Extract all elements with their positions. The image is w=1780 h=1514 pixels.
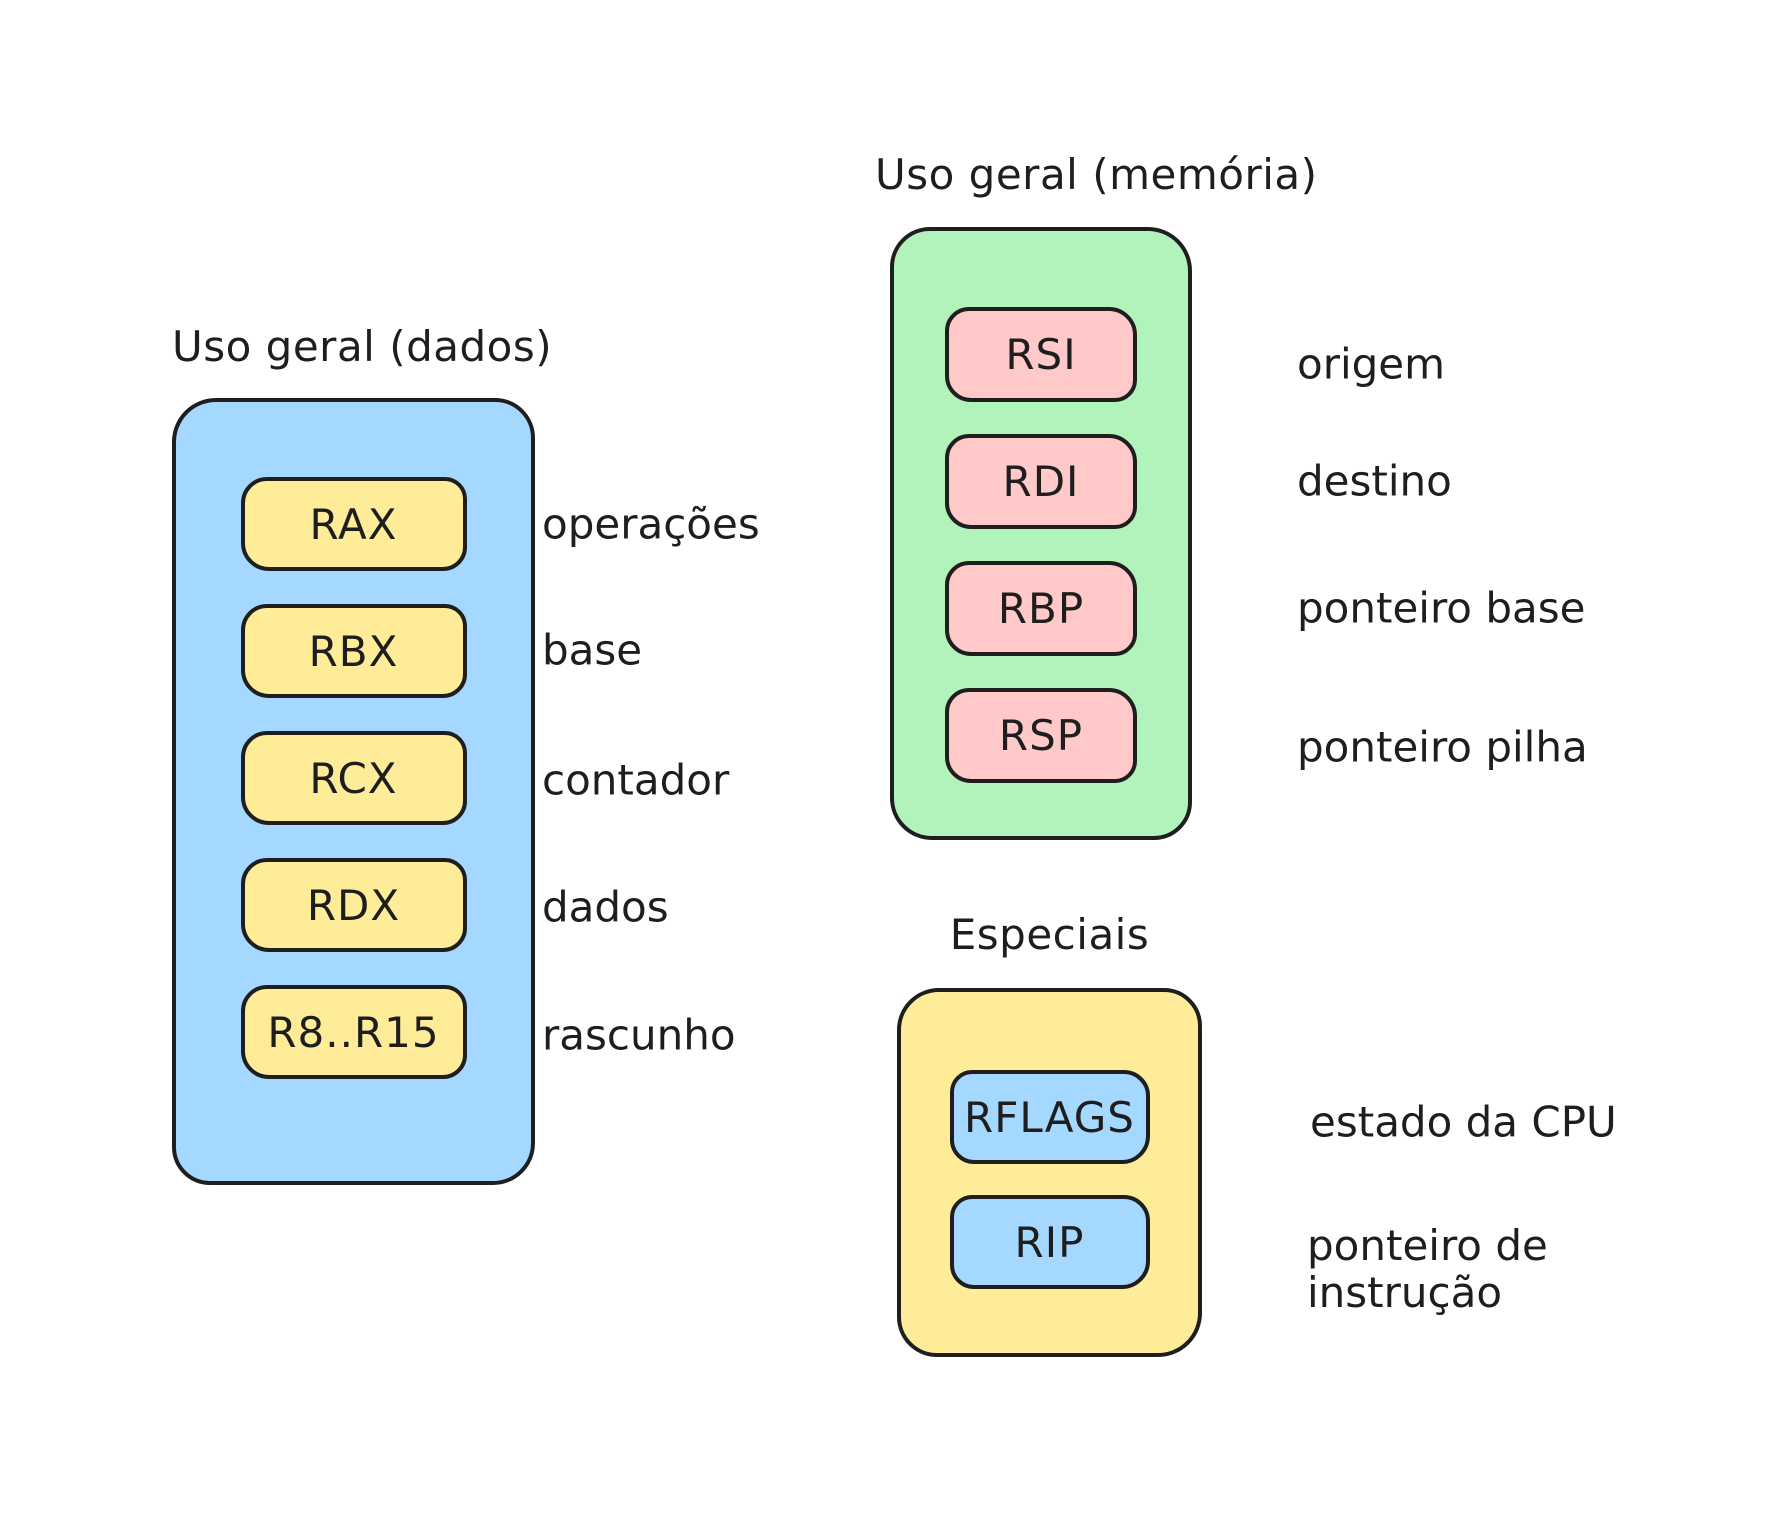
register-group-memoria: RSI RDI RBP RSP: [890, 227, 1192, 840]
register-description-rdi: destino: [1297, 456, 1452, 506]
group-title-memoria: Uso geral (memória): [875, 150, 1318, 199]
register-description-r8-r15: rascunho: [542, 1010, 736, 1060]
register-box-rbx: RBX: [240, 604, 467, 698]
register-box-rflags: RFLAGS: [949, 1070, 1150, 1164]
group-title-dados: Uso geral (dados): [172, 322, 553, 371]
register-description-rcx: contador: [542, 755, 730, 805]
register-box-rbp: RBP: [945, 561, 1137, 656]
register-description-rdx: dados: [542, 882, 669, 932]
register-description-rflags: estado da CPU: [1310, 1097, 1617, 1147]
register-box-rax: RAX: [240, 477, 467, 571]
register-description-rip: ponteiro de instrução: [1307, 1221, 1548, 1317]
register-group-especiais: RFLAGS RIP: [897, 988, 1202, 1357]
register-box-rdi: RDI: [945, 434, 1137, 529]
register-description-rsp: ponteiro pilha: [1297, 722, 1588, 772]
register-box-rdx: RDX: [240, 858, 467, 952]
register-group-dados: RAX RBX RCX RDX R8..R15: [172, 398, 535, 1185]
register-description-rax: operações: [542, 499, 760, 549]
register-box-rcx: RCX: [240, 731, 467, 825]
register-box-rsi: RSI: [945, 307, 1137, 402]
group-title-especiais: Especiais: [949, 910, 1150, 959]
register-box-r8-r15: R8..R15: [240, 985, 467, 1079]
register-box-rip: RIP: [949, 1195, 1150, 1289]
register-box-rsp: RSP: [945, 688, 1137, 783]
register-description-rbp: ponteiro base: [1297, 583, 1586, 633]
register-description-rsi: origem: [1297, 339, 1446, 389]
register-description-rbx: base: [542, 625, 643, 675]
